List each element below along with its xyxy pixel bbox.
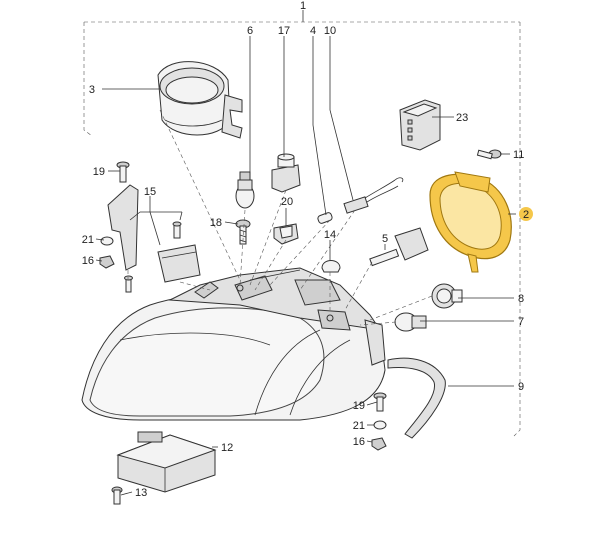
part-21-clip-left: [100, 236, 114, 246]
callout-5: 5: [382, 233, 388, 245]
part-4-small-bulb: [317, 212, 333, 224]
part-9-trim-strip: [387, 357, 446, 439]
callout-19-left: 19: [93, 166, 105, 178]
part-16-nut-right: [371, 437, 387, 451]
callout-13: 13: [135, 487, 147, 499]
headlight-housing: [81, 267, 386, 421]
callout-23: 23: [456, 112, 468, 124]
callout-20: 20: [281, 196, 293, 208]
part-bracket-left: [107, 184, 139, 271]
headlight-lens: [89, 307, 325, 417]
callout-19-right: 19: [353, 400, 365, 412]
callout-16-right: 16: [353, 436, 365, 448]
callout-3: 3: [89, 84, 95, 96]
part-18-screw: [235, 219, 251, 245]
callout-21-left: 21: [82, 234, 94, 246]
part-12-control-unit: [116, 431, 217, 493]
callout-1: 1: [300, 0, 306, 12]
callout-4: 4: [310, 25, 316, 37]
part-19-screw-right: [373, 392, 387, 412]
callout-2-marker: 2: [519, 207, 533, 221]
part-23-connector: [399, 99, 441, 151]
callout-7: 7: [518, 316, 524, 328]
callout-11: 11: [513, 149, 524, 161]
part-10-wired-bulb: [343, 177, 404, 214]
part-21-clip-right: [373, 420, 387, 430]
part-15-bracket: [124, 221, 201, 293]
callout-9: 9: [518, 381, 524, 393]
callout-18: 18: [210, 217, 222, 229]
part-20-clip: [273, 223, 299, 245]
assembly-lines: [127, 109, 433, 326]
assembly-bracket: [83, 10, 521, 437]
part-6-bulb: [235, 171, 255, 209]
part-5-xenon-bulb: [369, 227, 429, 267]
callout-10: 10: [324, 25, 336, 37]
part-11-screw: [476, 149, 502, 160]
callout-17: 17: [278, 25, 290, 37]
part-2-highlighted-ring: [429, 171, 512, 273]
callout-6: 6: [247, 25, 253, 37]
part-7-bulb: [394, 312, 427, 332]
part-14-cap: [321, 260, 341, 273]
callout-14: 14: [324, 229, 336, 241]
leader-lines: [95, 36, 516, 496]
part-8-bulb-holder: [431, 283, 463, 309]
callout-16-left: 16: [82, 255, 94, 267]
callout-2: 2: [523, 209, 529, 221]
part-16-nut-left: [99, 255, 115, 269]
callout-12: 12: [221, 442, 233, 454]
callout-8: 8: [518, 293, 524, 305]
part-13-screw: [111, 486, 123, 505]
part-3-cap: [157, 61, 243, 139]
part-17-socket: [271, 153, 301, 193]
callout-15: 15: [144, 186, 156, 198]
part-19-screw-left: [116, 161, 130, 183]
callout-21-right: 21: [353, 420, 365, 432]
